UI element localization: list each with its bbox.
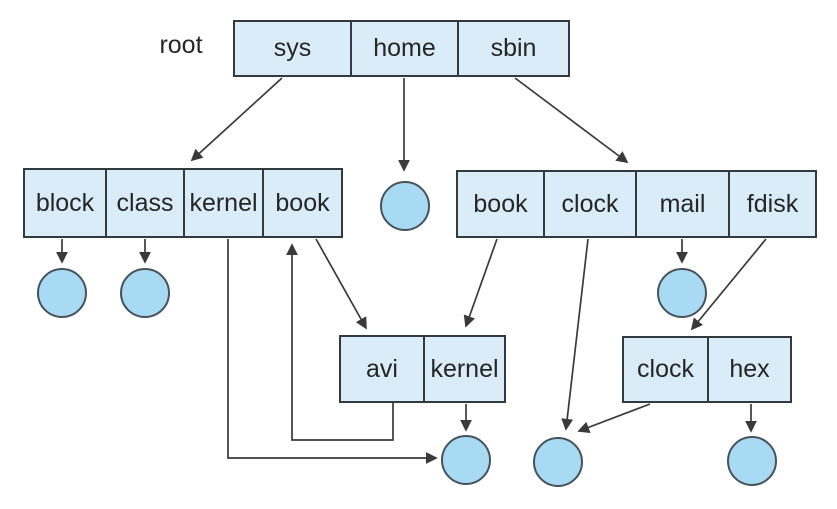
file-circle-kernel-shared — [441, 435, 491, 485]
file-circle-class — [120, 268, 170, 318]
dir-entry-kernel-mid: kernel — [423, 337, 504, 401]
file-circle-clock-shared — [533, 437, 583, 487]
dir-entry-sys: sys — [273, 34, 312, 62]
dir-entry-book-right: book — [473, 189, 528, 218]
sys-directory-table: block class kernel book — [23, 168, 343, 238]
file-circle-mail — [657, 268, 707, 318]
dir-entry-home: home — [350, 22, 457, 75]
edge-book-right-to-shared-mid — [463, 238, 498, 328]
edge-clock-shared-to-shared-file — [577, 403, 651, 433]
dir-entry-clock-right: clock — [543, 172, 635, 236]
root-label: root — [159, 31, 203, 59]
file-circle-hex — [727, 436, 777, 486]
sbin-directory-table: book clock mail fdisk — [456, 170, 817, 238]
edge-sbin-to-sbin-table — [514, 77, 629, 164]
shared-mid-directory-table: avi kernel — [339, 335, 506, 403]
dir-entry-kernel: kernel — [183, 170, 262, 236]
file-circle-home — [380, 181, 430, 231]
dir-entry-hex: hex — [707, 338, 790, 401]
dir-entry-fdisk: fdisk — [728, 172, 815, 236]
dir-entry-sbin: sbin — [457, 22, 568, 75]
dir-entry-class: class — [105, 170, 183, 236]
dir-entry-avi: avi — [366, 354, 398, 383]
dir-entry-block: block — [35, 188, 95, 217]
edge-sys-to-sys-table — [190, 77, 283, 162]
root-directory-table: sys home sbin — [233, 20, 570, 77]
edge-clock-right-to-shared-file — [561, 238, 589, 431]
shared-right-directory-table: clock hex — [622, 336, 792, 403]
dir-entry-book-left: book — [262, 170, 341, 236]
file-circle-block — [37, 268, 87, 318]
dir-entry-clock-shared: clock — [637, 355, 694, 383]
edge-book-left-to-shared-mid — [315, 238, 367, 330]
dir-entry-mail: mail — [635, 172, 728, 236]
